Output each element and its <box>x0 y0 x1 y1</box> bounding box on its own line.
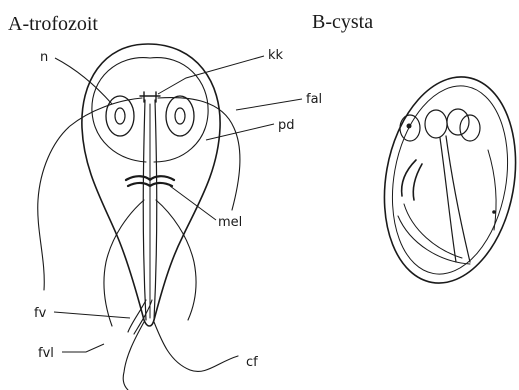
cyst-title: B-cysta <box>312 11 373 33</box>
basal-bodies <box>140 92 160 102</box>
cyst-wall-outer <box>369 66 519 293</box>
label-n: n <box>40 50 48 65</box>
cyst-panel: B-cysta <box>312 11 519 294</box>
cyst-axoneme-2 <box>440 138 456 262</box>
label-fal: fal <box>306 92 322 107</box>
posterior-lateral-flagellum-right <box>156 200 196 320</box>
label-pd: pd <box>278 118 295 133</box>
label-fvl: fvl <box>38 346 54 361</box>
leader-fv <box>54 312 130 318</box>
nucleus-right <box>166 96 194 136</box>
leader-fvl <box>62 344 104 352</box>
axostyle-right <box>154 100 157 320</box>
karyosome-right <box>175 108 185 124</box>
leader-kk <box>158 56 264 94</box>
cyst-karyosome-1 <box>407 124 412 129</box>
cyst-axoneme-1 <box>446 136 470 262</box>
caudal-flagellum-right <box>154 322 238 371</box>
cyst-nucleus-2 <box>425 110 447 138</box>
caudal-flagellum-left <box>123 322 144 390</box>
cyst-granule <box>492 210 496 214</box>
axostyle-left <box>143 100 146 320</box>
label-cf: cf <box>246 355 258 370</box>
leader-fal <box>236 99 302 110</box>
leader-pd <box>206 124 274 140</box>
anterior-flagellum-right <box>158 98 240 210</box>
cyst-median-body <box>402 160 422 200</box>
karyosome-left <box>115 108 125 124</box>
adhesive-disc-right <box>150 58 208 162</box>
label-mel: mel <box>218 215 242 230</box>
cyst-nucleus-3 <box>447 109 469 135</box>
leader-n <box>55 58 112 104</box>
cyst-fibril-right <box>488 150 496 230</box>
trophozoite-panel: A-trofozoit n kk fal <box>8 13 322 390</box>
label-kk: kk <box>268 48 284 63</box>
trophozoite-title: A-trofozoit <box>8 13 98 35</box>
label-fv: fv <box>34 306 47 321</box>
adhesive-disc-left <box>92 58 150 162</box>
cyst-nucleus-4 <box>460 115 480 141</box>
